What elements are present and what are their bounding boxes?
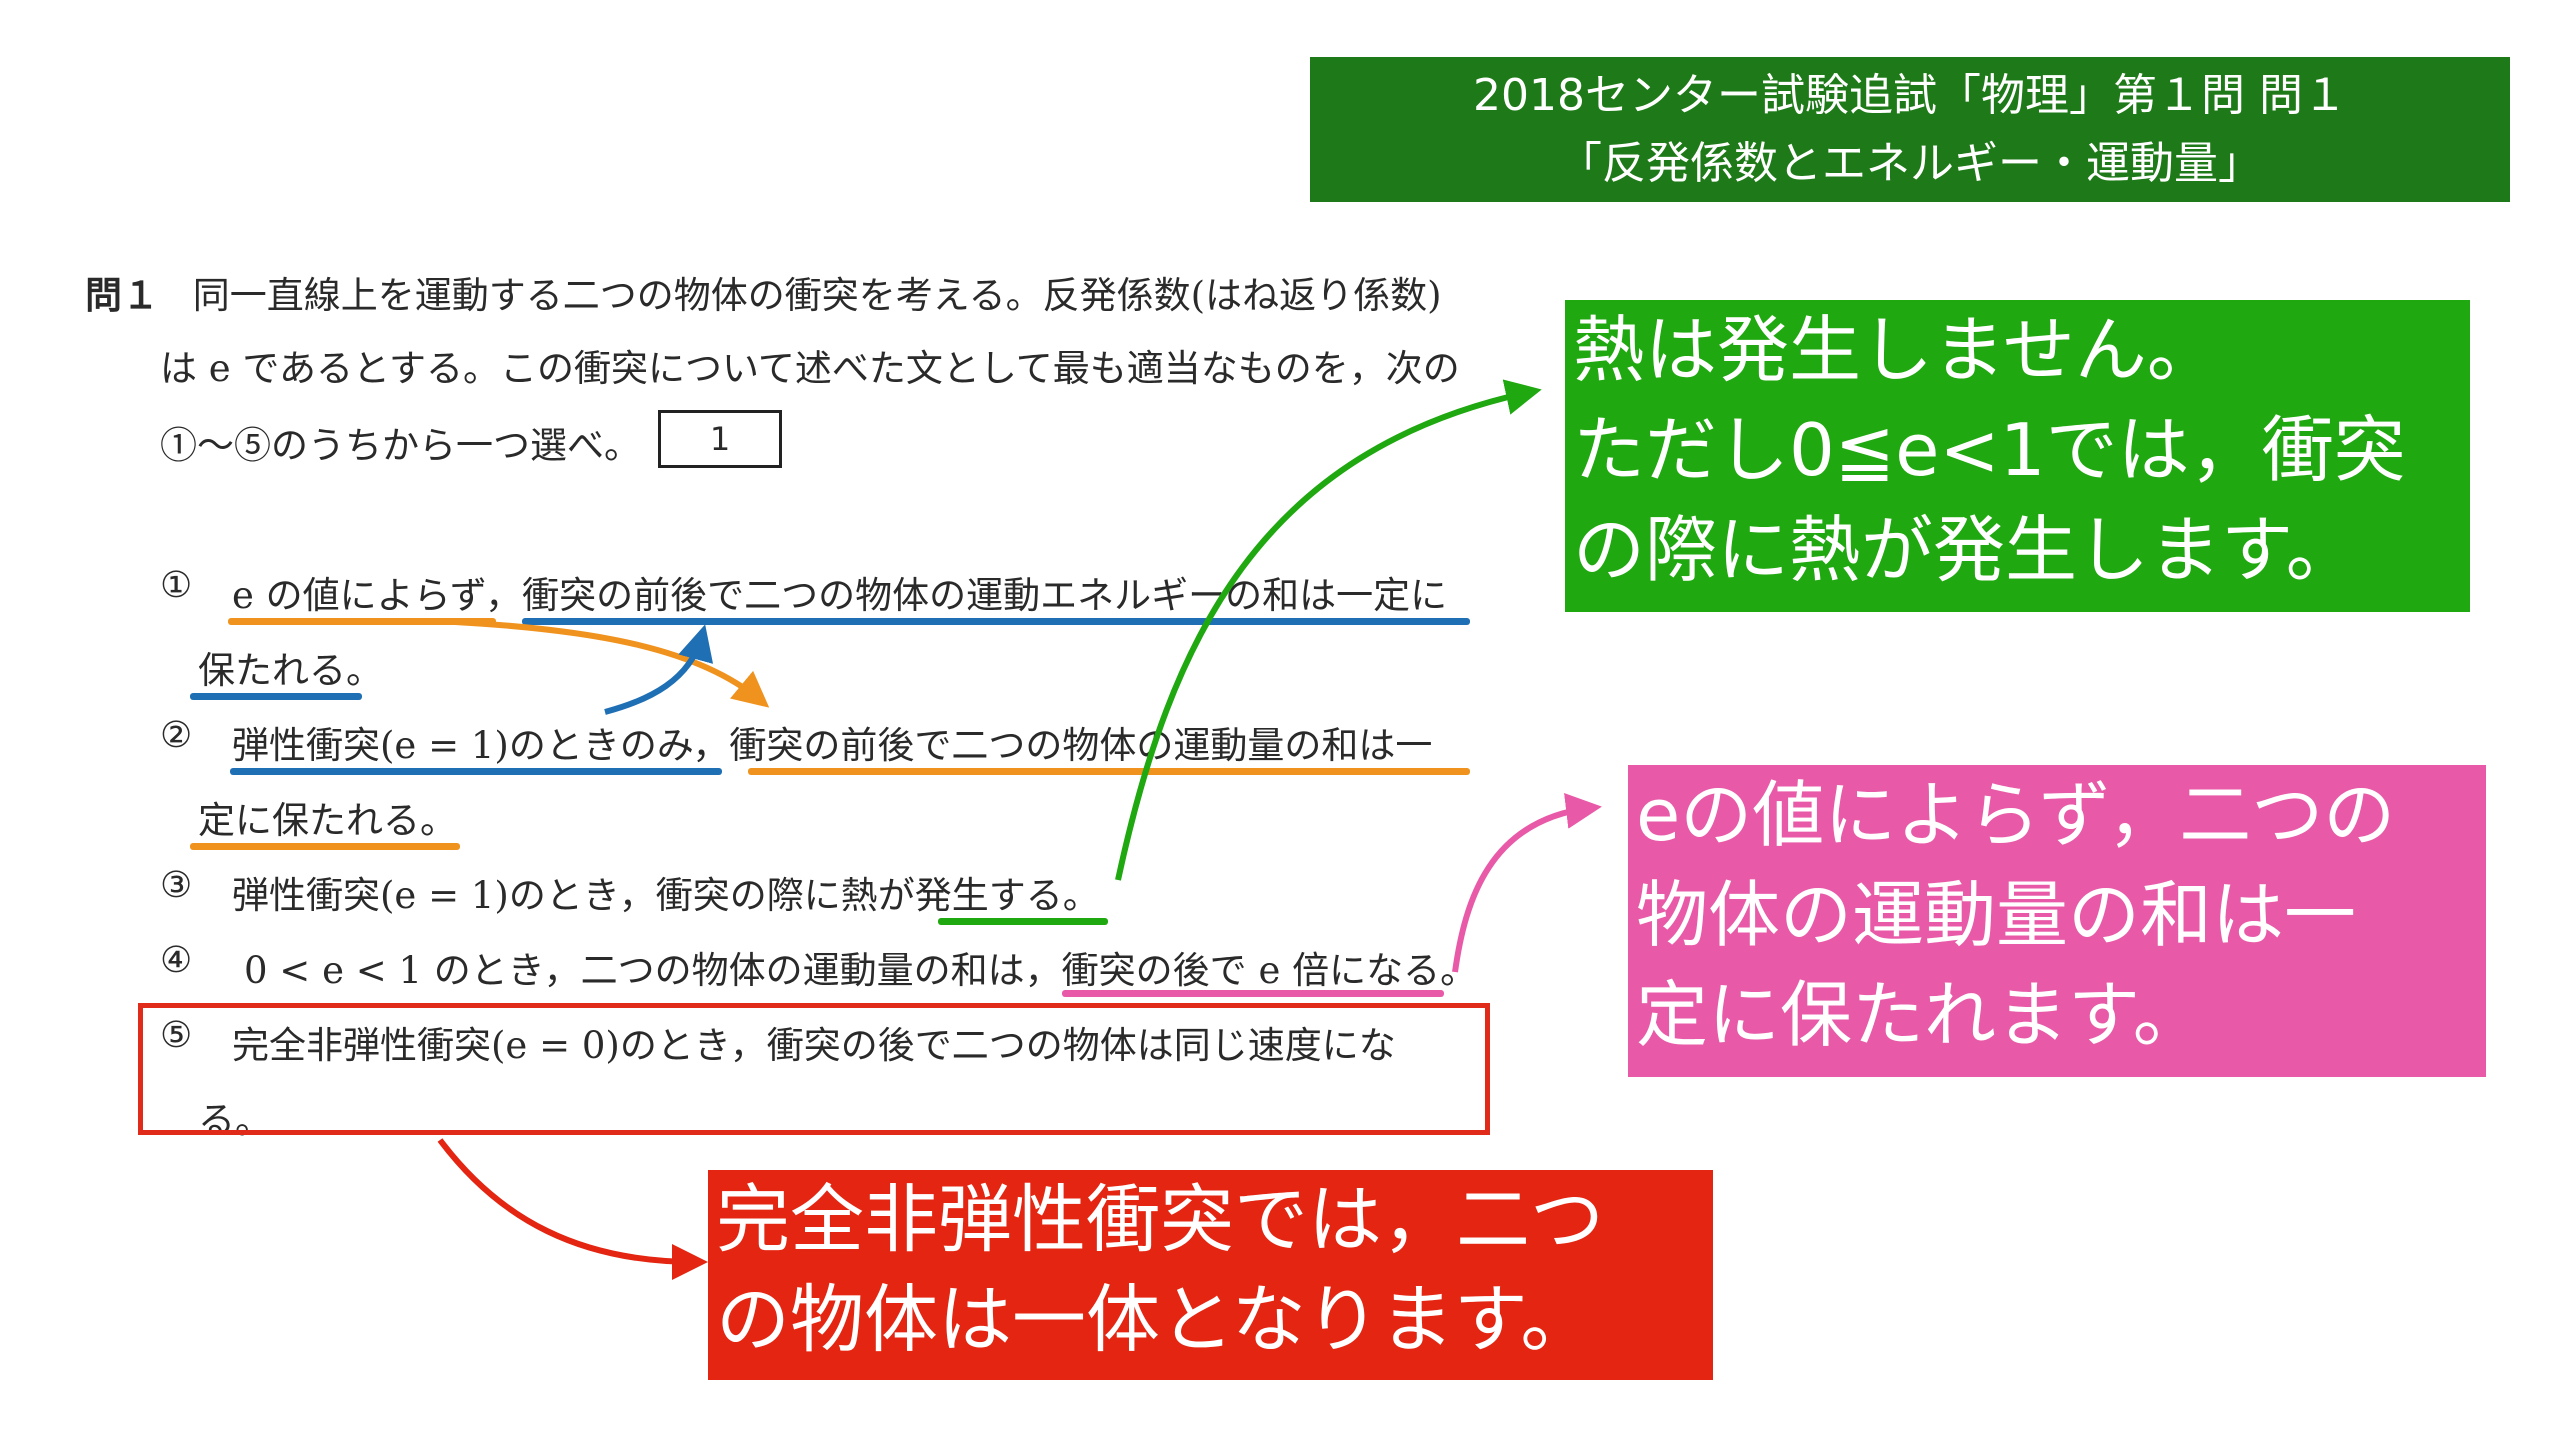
choice-2-line-1: 弾性衝突(e = 1)のときのみ，衝突の前後で二つの物体の運動量の和は一 xyxy=(232,724,1433,767)
underline-blue-1 xyxy=(522,618,1470,625)
underline-orange-1 xyxy=(228,618,496,625)
choice-1-number: ① xyxy=(160,565,193,606)
title-line-2: 「反発係数とエネルギー・運動量」 xyxy=(1558,137,2262,189)
arrow-green xyxy=(1115,379,1542,881)
callout-green-line-2: ただし0≦e<1では，衝突 xyxy=(1573,408,2406,492)
choice-2-line-2: 定に保たれる。 xyxy=(198,799,457,842)
question-text-1: 同一直線上を運動する二つの物体の衝突を考える。反発係数(はね返り係数) xyxy=(192,274,1442,317)
choice-4-line-1: 0 < e < 1 のとき，二つの物体の運動量の和は，衝突の後で e 倍になる。 xyxy=(244,949,1478,992)
question-label: 問１ xyxy=(85,274,159,317)
callout-red-line-2: の物体は一体となります。 xyxy=(716,1277,1595,1363)
correct-answer-frame xyxy=(138,1003,1490,1135)
arrow-red xyxy=(437,1138,708,1280)
arrow-pink xyxy=(1452,793,1602,973)
callout-green: 熱は発生しません。 ただし0≦e<1では，衝突 の際に熱が発生します。 xyxy=(1565,300,2470,612)
underline-blue-2 xyxy=(190,693,362,700)
underline-blue-3 xyxy=(230,768,722,775)
choice-5-line-1: 完全非弾性衝突(e = 0)のとき，衝突の後で二つの物体は同じ速度にな xyxy=(232,1024,1396,1067)
title-banner: 2018センター試験追試「物理」第１問 問１ 「反発係数とエネルギー・運動量」 xyxy=(1310,57,2510,202)
question-line-1: 問１ 同一直線上を運動する二つの物体の衝突を考える。反発係数(はね返り係数) xyxy=(85,265,1442,319)
arrow-orange xyxy=(454,619,770,708)
underline-green-1 xyxy=(938,918,1108,925)
underline-pink-1 xyxy=(1062,990,1444,997)
question-line-3: ①〜⑤のうちから一つ選べ。 xyxy=(160,424,641,467)
choice-3-number: ③ xyxy=(160,865,193,906)
title-line-1: 2018センター試験追試「物理」第１問 問１ xyxy=(1473,69,2347,121)
callout-pink-line-2: 物体の運動量の和は一 xyxy=(1636,873,2357,957)
choice-1-line-2: 保たれる。 xyxy=(198,649,383,692)
callout-green-line-1: 熱は発生しません。 xyxy=(1573,308,2219,392)
underline-orange-3 xyxy=(190,843,460,850)
arrow-blue xyxy=(604,624,714,715)
answer-box: 1 xyxy=(658,410,782,468)
question-line-2: は e であるとする。この衝突について述べた文として最も適当なものを，次の xyxy=(160,347,1460,390)
underline-orange-2 xyxy=(748,768,1470,775)
choice-4-number: ④ xyxy=(160,940,193,981)
callout-pink-line-3: 定に保たれます。 xyxy=(1636,973,2205,1057)
callout-pink-line-1: eの値によらず，二つの xyxy=(1636,773,2396,857)
callout-pink: eの値によらず，二つの 物体の運動量の和は一 定に保たれます。 xyxy=(1628,765,2486,1077)
callout-red: 完全非弾性衝突では，二つ の物体は一体となります。 xyxy=(708,1170,1713,1380)
callout-red-line-1: 完全非弾性衝突では，二つ xyxy=(716,1177,1604,1263)
choice-3-line-1: 弾性衝突(e = 1)のとき，衝突の際に熱が発生する。 xyxy=(232,874,1100,917)
callout-green-line-3: の際に熱が発生します。 xyxy=(1573,508,2358,592)
choice-1-line-1: e の値によらず，衝突の前後で二つの物体の運動エネルギーの和は一定に xyxy=(232,574,1448,617)
choice-2-number: ② xyxy=(160,715,193,756)
choice-5-number: ⑤ xyxy=(160,1015,193,1056)
